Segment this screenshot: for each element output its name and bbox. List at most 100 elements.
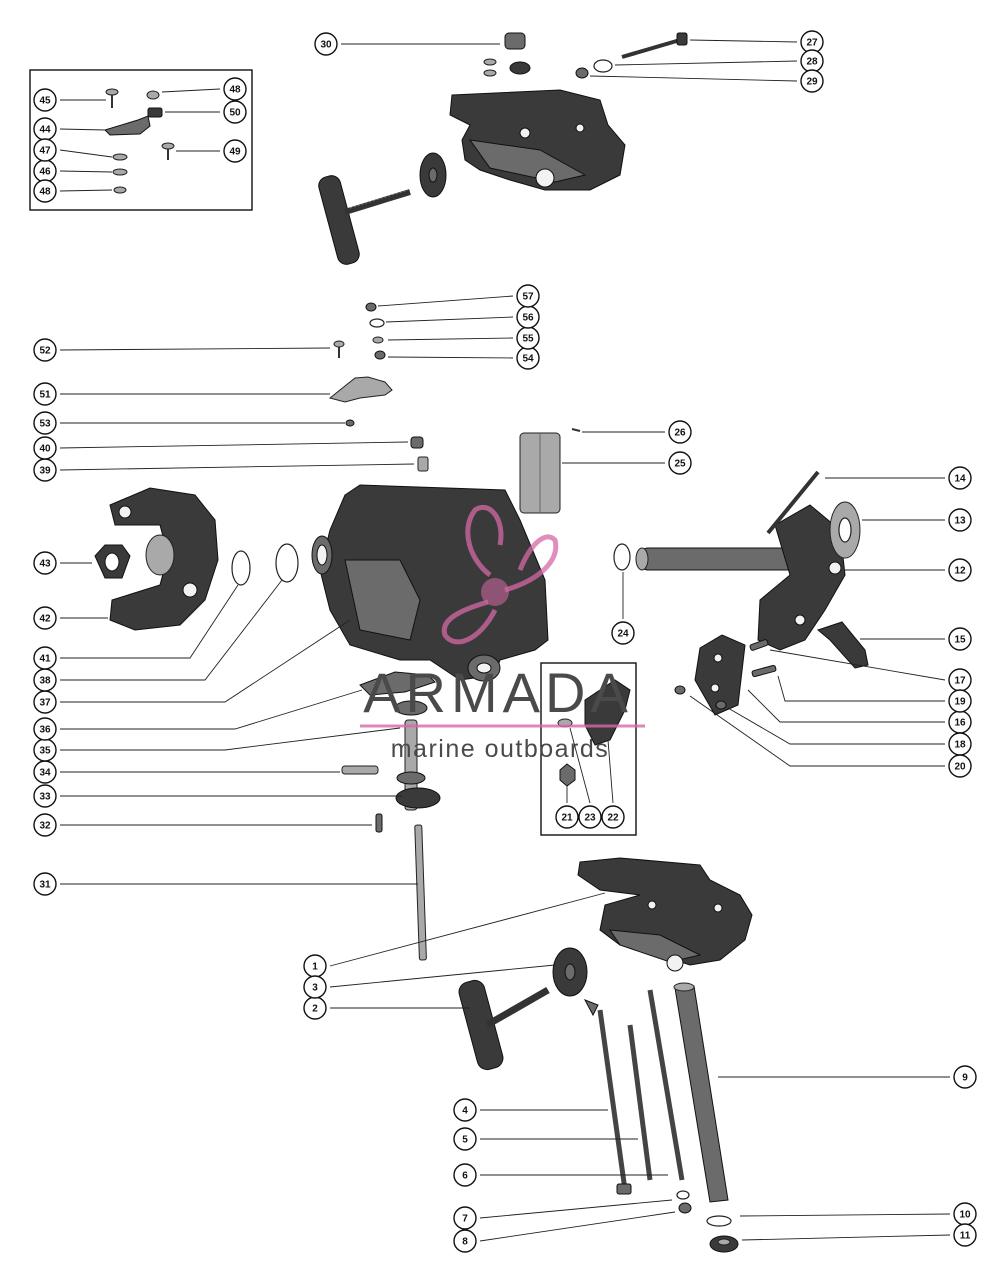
callout-number-50: 50	[229, 108, 241, 119]
callout-circle-14	[948, 466, 972, 490]
callout-circle-36	[33, 717, 57, 741]
callout-11: 11	[953, 1223, 977, 1247]
callout-circle-23	[578, 805, 602, 829]
callout-number-52: 52	[39, 346, 51, 357]
upper-clamp-pad	[419, 152, 447, 198]
callout-circle-48	[33, 179, 57, 203]
callout-circle-26	[668, 420, 692, 444]
callout-2: 2	[303, 996, 327, 1020]
rod-6	[647, 989, 685, 1181]
callout-number-29: 29	[806, 77, 818, 88]
callout-circle-47	[33, 138, 57, 162]
leader-line-11	[741, 1234, 951, 1241]
leader-line-1	[329, 892, 606, 967]
callout-number-42: 42	[39, 614, 51, 625]
leader-line-22	[607, 739, 614, 804]
callout-number-8: 8	[462, 1237, 468, 1248]
leader-line-48	[59, 189, 113, 192]
callout-number-43: 43	[39, 559, 51, 570]
inset-box-parts-44-50	[29, 69, 253, 211]
leader-line-48	[161, 88, 221, 93]
callout-circle-49	[223, 139, 247, 163]
callout-44: 44	[33, 117, 57, 141]
callout-circle-9	[953, 1065, 977, 1089]
callout-circle-41	[33, 646, 57, 670]
callout-number-17: 17	[954, 676, 966, 687]
callout-number-44: 44	[39, 125, 51, 136]
callout-number-31: 31	[39, 880, 51, 891]
callout-43: 43	[33, 551, 57, 575]
callout-number-3: 3	[312, 983, 318, 994]
callout-41: 41	[33, 646, 57, 670]
swivel-plate-36	[359, 671, 436, 696]
callout-circle-20	[948, 754, 972, 778]
callout-31: 31	[33, 872, 57, 896]
leader-line-10	[739, 1213, 951, 1217]
leader-line-27	[689, 39, 798, 43]
leader-line-44	[59, 128, 106, 131]
callout-number-7: 7	[462, 1214, 468, 1225]
callout-8: 8	[453, 1229, 477, 1253]
callout-number-33: 33	[39, 792, 51, 803]
callout-10: 10	[953, 1202, 977, 1226]
callout-20: 20	[948, 754, 972, 778]
callout-53: 53	[33, 411, 57, 435]
leader-lines	[59, 39, 951, 1242]
callout-number-6: 6	[462, 1171, 468, 1182]
callout-number-2: 2	[312, 1004, 318, 1015]
inset-parts-44-50	[104, 88, 175, 194]
leader-line-8	[479, 1211, 676, 1242]
callout-47: 47	[33, 138, 57, 162]
callout-number-34: 34	[39, 768, 51, 779]
callout-number-16: 16	[954, 718, 966, 729]
callout-number-26: 26	[674, 428, 686, 439]
callout-number-37: 37	[39, 698, 51, 709]
callout-23: 23	[578, 805, 602, 829]
callout-number-27: 27	[806, 38, 818, 49]
callout-circle-25	[668, 451, 692, 475]
callout-34: 34	[33, 760, 57, 784]
callout-49: 49	[223, 139, 247, 163]
callout-16: 16	[948, 710, 972, 734]
leader-line-7	[479, 1199, 673, 1219]
callout-number-56: 56	[522, 313, 534, 324]
callout-number-18: 18	[954, 740, 966, 751]
leader-line-57	[377, 295, 514, 307]
leader-line-56	[385, 316, 514, 323]
callout-number-48: 48	[39, 187, 51, 198]
callout-26: 26	[668, 420, 692, 444]
callout-52: 52	[33, 338, 57, 362]
callout-number-20: 20	[954, 762, 966, 773]
callout-circle-43	[33, 551, 57, 575]
callout-number-47: 47	[39, 146, 51, 157]
callout-number-35: 35	[39, 746, 51, 757]
callout-circle-51	[33, 382, 57, 406]
leader-line-41	[60, 584, 239, 659]
callout-number-40: 40	[39, 444, 51, 455]
upper-clamp-bracket	[449, 89, 626, 191]
upper-clamp-screw	[318, 175, 411, 265]
callout-circle-8	[453, 1229, 477, 1253]
callout-number-14: 14	[954, 474, 966, 485]
callout-circle-40	[33, 436, 57, 460]
callout-number-1: 1	[312, 962, 318, 973]
callout-circle-45	[33, 88, 57, 112]
washer-7	[676, 1190, 690, 1200]
callout-number-13: 13	[954, 516, 966, 527]
leader-line-39	[59, 463, 415, 471]
callout-number-46: 46	[39, 167, 51, 178]
callout-7: 7	[453, 1206, 477, 1230]
callout-45: 45	[33, 88, 57, 112]
trim-block-16	[694, 634, 746, 716]
callout-33: 33	[33, 784, 57, 808]
callout-14: 14	[948, 466, 972, 490]
spring-34	[341, 765, 379, 775]
callout-9: 9	[953, 1065, 977, 1089]
callout-circle-29	[800, 69, 824, 93]
nut-20	[674, 685, 686, 695]
leader-line-3	[329, 964, 556, 988]
callout-42: 42	[33, 606, 57, 630]
leader-line-38	[60, 579, 283, 681]
leader-line-28	[614, 60, 798, 66]
